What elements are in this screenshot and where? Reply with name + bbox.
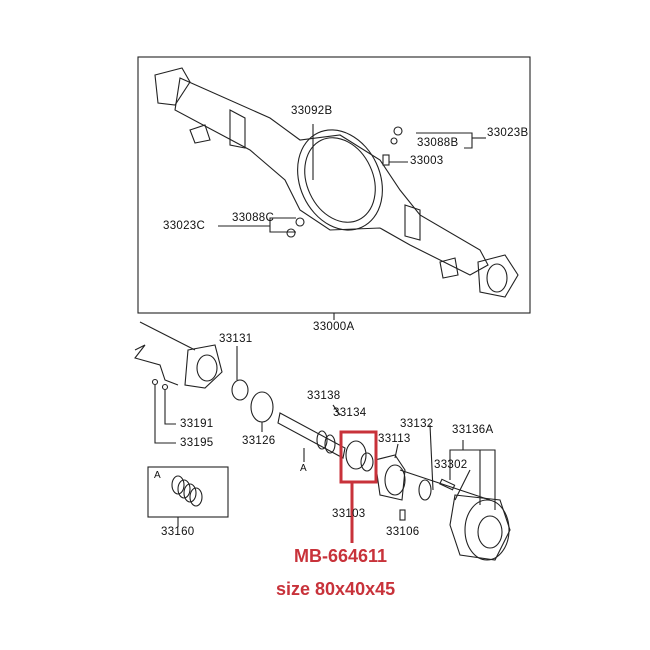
label-33103: 33103 (332, 508, 366, 520)
label-33113: 33113 (378, 433, 411, 445)
label-33003: 33003 (410, 155, 444, 167)
label-33302: 33302 (434, 459, 468, 471)
label-33126: 33126 (242, 435, 276, 447)
label-33138: 33138 (307, 390, 341, 402)
label-33160: 33160 (161, 526, 195, 538)
label-33106: 33106 (386, 526, 420, 538)
label-detail-a: A (154, 470, 161, 481)
label-33132: 33132 (400, 418, 434, 430)
label-33131: 33131 (219, 333, 253, 345)
highlight-box (339, 430, 378, 484)
label-33000A: 33000A (313, 321, 355, 333)
axle-housing-drawing (154, 67, 519, 298)
detail-a-box (147, 466, 229, 518)
label-33195: 33195 (180, 437, 214, 449)
label-33023B: 33023B (487, 127, 529, 139)
label-33088B: 33088B (417, 137, 459, 149)
part-number: MB-664611 (294, 546, 388, 566)
label-33191: 33191 (180, 418, 214, 430)
spring-icon (171, 475, 203, 507)
part-size: size 80x40x45 (276, 579, 396, 599)
label-33092B: 33092B (291, 105, 333, 117)
label-33023C: 33023C (163, 220, 206, 232)
label-33136A: 33136A (452, 424, 494, 436)
lower-parts-drawing (134, 321, 511, 561)
label-33134: 33134 (333, 407, 367, 419)
label-ref-a: A (300, 463, 307, 474)
label-33088C: 33088C (232, 212, 275, 224)
